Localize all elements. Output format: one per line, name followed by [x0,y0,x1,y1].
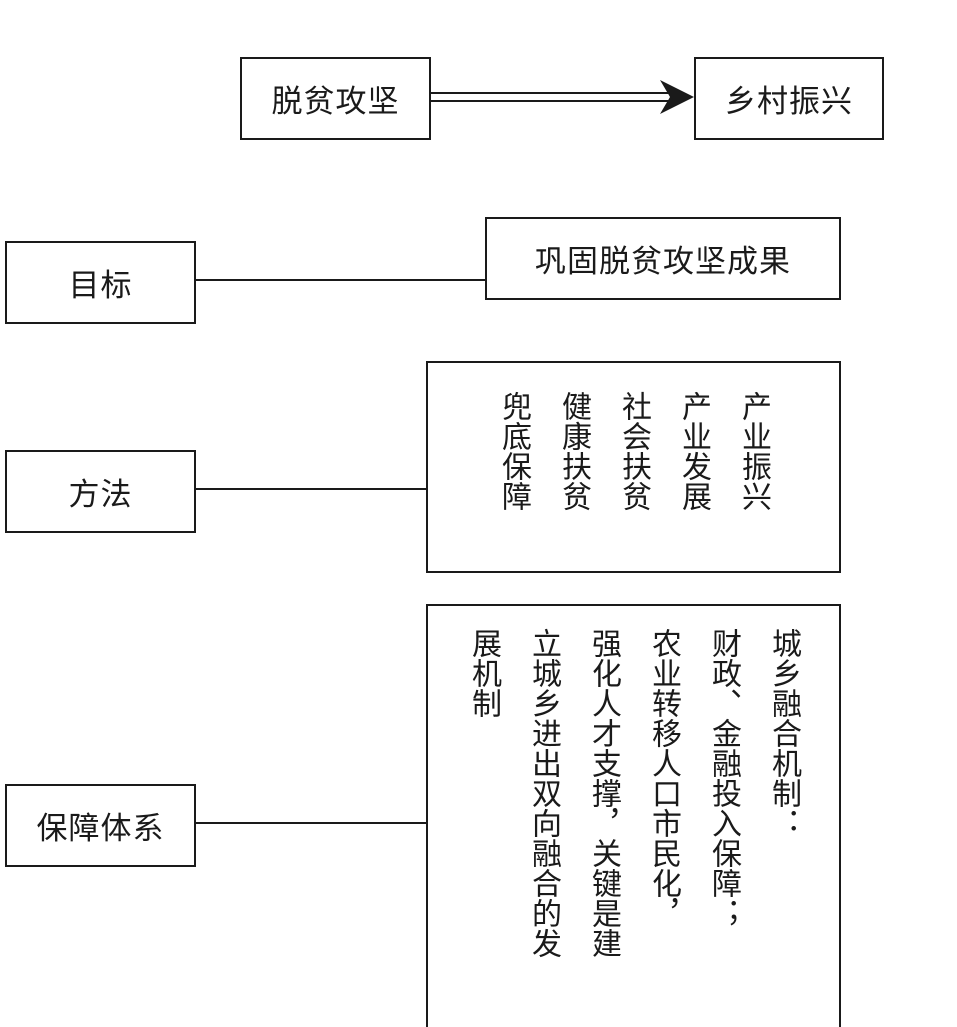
rural-revitalization-box: 乡村振兴 [694,57,884,140]
rural-revitalization-label: 乡村振兴 [725,84,853,120]
support-label: 保障体系 [36,811,165,847]
goal-label-box: 目标 [5,241,196,324]
poverty-alleviation-box: 脱贫攻坚 [240,57,431,140]
support-column: 城乡融合机制： [766,628,801,838]
method-content-box: 产业振兴 产业发展 社会扶贫 健康扶贫 兜底保障 [426,361,841,573]
support-label-box: 保障体系 [5,784,196,867]
method-item: 社会扶贫 [616,391,651,511]
support-column: 财政、金融投入保障； [706,628,741,928]
method-item: 兜底保障 [496,391,531,511]
method-item: 健康扶贫 [556,391,591,511]
support-content-box: 城乡融合机制： 财政、金融投入保障； 农业转移人口市民化， 强化人才支撑，关键是… [426,604,841,1027]
method-label: 方法 [68,477,133,513]
support-column: 强化人才支撑，关键是建 [586,628,621,958]
poverty-alleviation-label: 脱贫攻坚 [271,84,400,120]
goal-content-box: 巩固脱贫攻坚成果 [485,217,841,300]
support-column: 农业转移人口市民化， [646,628,681,928]
method-label-box: 方法 [5,450,196,533]
method-item: 产业发展 [676,391,711,511]
support-column: 展机制 [466,628,501,718]
goal-label: 目标 [68,268,133,304]
support-column: 立城乡进出双向融合的发 [526,628,561,958]
arrow-head [660,80,694,114]
method-item: 产业振兴 [736,391,771,511]
goal-content: 巩固脱贫攻坚成果 [535,244,791,280]
